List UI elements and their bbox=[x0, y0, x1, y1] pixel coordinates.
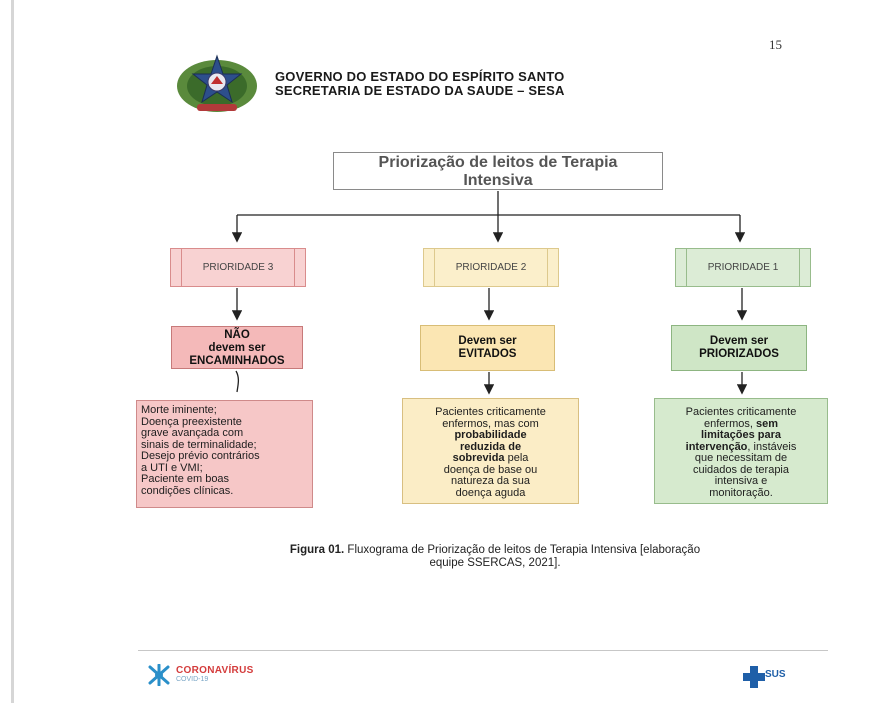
description-line: Morte iminente; bbox=[141, 404, 217, 416]
caption-line1: Figura 01. Fluxograma de Priorização de … bbox=[150, 544, 840, 557]
description-line: condições clínicas. bbox=[141, 484, 234, 497]
description-line: sobrevida pela bbox=[403, 452, 578, 465]
description-line: monitoração. bbox=[709, 486, 773, 499]
priority-2-description-box: Pacientes criticamente enfermos, mas com… bbox=[402, 398, 579, 504]
flowchart-title-box: Priorização de leitos de Terapia Intensi… bbox=[333, 152, 663, 190]
priority-1-status-box: Devem ser PRIORIZADOS bbox=[671, 325, 807, 371]
description-line: Pacientes criticamente bbox=[435, 406, 546, 418]
figure-caption: Figura 01. Fluxograma de Priorização de … bbox=[150, 544, 840, 570]
header-government-title: GOVERNO DO ESTADO DO ESPÍRITO SANTO bbox=[275, 69, 565, 84]
description-line: grave avançada com bbox=[141, 427, 244, 439]
description-line: Doença preexistente bbox=[141, 415, 242, 428]
description-line: intervenção, instáveis bbox=[655, 440, 827, 454]
coronavirus-logo-text: CORONAVÍRUS bbox=[176, 665, 254, 676]
description-text: enfermos, bbox=[704, 417, 756, 430]
description-text: , instáveis bbox=[747, 440, 797, 453]
description-emphasis: sobrevida bbox=[452, 452, 505, 464]
flowchart-title-line2: Intensiva bbox=[463, 172, 533, 189]
caption-text: Fluxograma de Priorização de leitos de T… bbox=[344, 544, 701, 556]
page-number: 15 bbox=[769, 37, 782, 52]
status-line: devem ser bbox=[208, 342, 266, 354]
footer-divider bbox=[138, 650, 828, 651]
description-line: Desejo prévio contrários bbox=[141, 450, 260, 462]
description-line: Paciente em boas bbox=[141, 473, 230, 485]
priority-1-box: PRIORIDADE 1 bbox=[675, 248, 811, 287]
description-emphasis: reduzida de bbox=[459, 440, 522, 453]
status-line: Devem ser bbox=[458, 335, 517, 347]
description-line: que necessitam de bbox=[694, 452, 788, 464]
description-text: pela bbox=[504, 452, 529, 464]
coronavirus-logo-icon bbox=[148, 664, 170, 686]
description-emphasis: limitações para bbox=[700, 429, 782, 441]
description-line: enfermos, mas com bbox=[442, 417, 539, 430]
description-emphasis: intervenção bbox=[685, 440, 748, 453]
status-line: ENCAMINHADOS bbox=[189, 355, 285, 367]
priority-2-box: PRIORIDADE 2 bbox=[423, 248, 559, 287]
caption-label: Figura 01. bbox=[289, 544, 345, 556]
description-line: intensiva e bbox=[714, 475, 768, 487]
priority-2-status-box: Devem ser EVITADOS bbox=[420, 325, 555, 371]
status-line: EVITADOS bbox=[458, 348, 517, 360]
description-emphasis: sem bbox=[755, 417, 778, 430]
priority-1-description-box: Pacientes criticamente enfermos, sem lim… bbox=[654, 398, 828, 504]
status-line: Devem ser bbox=[709, 335, 769, 347]
connector-status-3-to-description bbox=[235, 370, 240, 393]
description-line: enfermos, sem bbox=[655, 417, 827, 431]
priority-3-status-box: NÃO devem ser ENCAMINHADOS bbox=[171, 326, 303, 369]
priority-3-description-box: Morte iminente; Doença preexistente grav… bbox=[136, 400, 313, 508]
caption-line2: equipe SSERCAS, 2021]. bbox=[429, 557, 561, 569]
description-line: doença aguda bbox=[455, 486, 526, 499]
flowchart-title-line1: Priorização de leitos de Terapia bbox=[378, 154, 618, 171]
sus-logo-icon bbox=[743, 666, 765, 688]
description-line: sinais de terminalidade; bbox=[141, 438, 257, 451]
priority-3-box: PRIORIDADE 3 bbox=[170, 248, 306, 287]
description-line: cuidados de terapia bbox=[692, 463, 789, 476]
description-emphasis: probabilidade bbox=[454, 429, 527, 441]
state-coat-of-arms-icon bbox=[177, 54, 257, 112]
description-line: doença de base ou bbox=[443, 463, 538, 476]
description-line: natureza da sua bbox=[451, 475, 530, 487]
status-line: PRIORIZADOS bbox=[699, 348, 779, 360]
sus-logo-text: SUS bbox=[765, 669, 786, 680]
description-line: Pacientes criticamente bbox=[685, 406, 797, 418]
status-line: NÃO bbox=[224, 329, 250, 341]
description-line: a UTI e VMI; bbox=[141, 461, 203, 474]
header-secretariat-title: SECRETARIA DE ESTADO DA SAUDE – SESA bbox=[275, 83, 565, 98]
page-left-border bbox=[11, 0, 14, 703]
covid-logo-subtext: COVID-19 bbox=[176, 676, 209, 683]
